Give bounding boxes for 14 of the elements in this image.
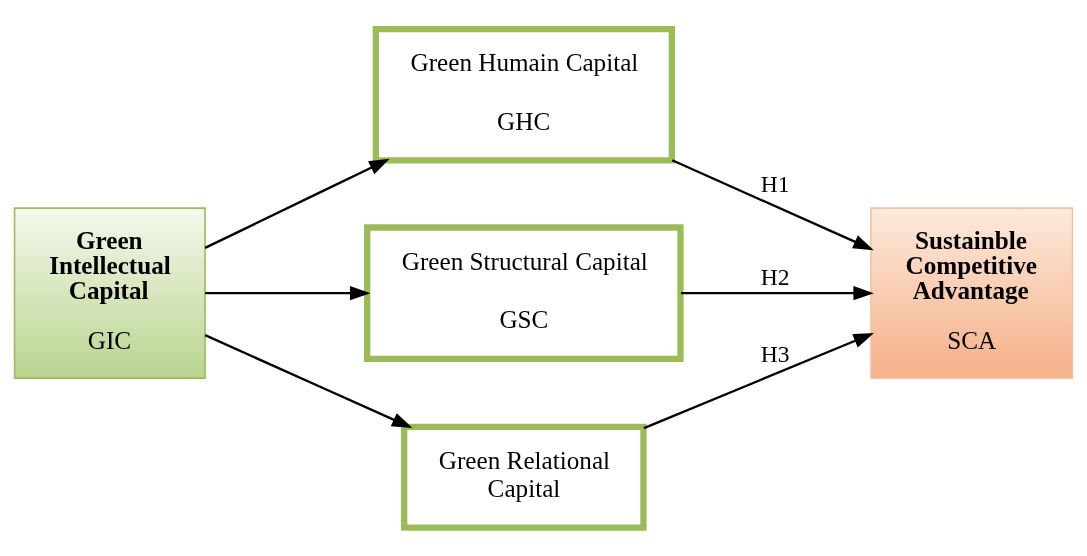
edge-label: H1: [760, 170, 790, 197]
arrow: [204, 158, 390, 249]
edge-label: H3: [760, 340, 790, 367]
node-box: Sustainble Competitive Advantage SCA: [870, 206, 1074, 379]
arrow: [643, 332, 874, 429]
arrow: [205, 285, 371, 300]
edge-label: H2: [760, 263, 790, 290]
node-box: Green Humain Capital GHC: [372, 25, 675, 164]
arrow: [680, 285, 874, 300]
node-box: Green Relational Capital: [401, 423, 647, 531]
node-box: Green Structural Capital GSC: [364, 223, 684, 362]
node-box: Green Intellectual Capital GIC: [13, 206, 206, 379]
arrow: [204, 333, 413, 428]
arrow: [671, 158, 874, 250]
